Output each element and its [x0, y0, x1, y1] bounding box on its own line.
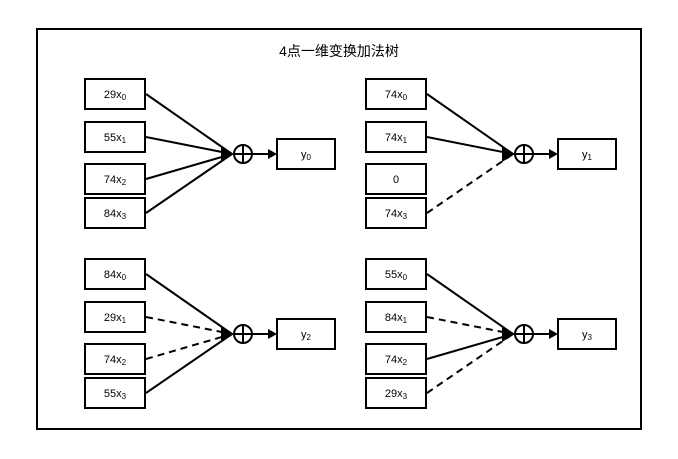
output-box-label: y1	[582, 149, 593, 162]
input-box-label: 74x0	[385, 89, 408, 102]
input-box[interactable]	[84, 258, 146, 290]
input-box[interactable]	[84, 343, 146, 375]
input-box[interactable]	[84, 78, 146, 110]
input-box[interactable]	[365, 163, 427, 195]
group-y0: 29x0 55x1 74x2 84x3 y0	[84, 78, 336, 229]
input-box[interactable]	[365, 121, 427, 153]
input-box-label: 0	[393, 174, 399, 186]
edge-group-y1-input-0	[426, 93, 514, 155]
input-box-label: 55x3	[104, 388, 127, 401]
output-arrowhead-icon	[549, 149, 558, 159]
edge-group-y3-input-1	[426, 316, 514, 335]
group-y2: 84x0 29x1 74x2 55x3 y2	[84, 258, 336, 409]
group-y1: 74x0 74x1 0 74x3 y1	[365, 78, 617, 229]
edge-group-y0-input-3	[145, 153, 233, 214]
output-box[interactable]	[557, 138, 617, 170]
input-box[interactable]	[365, 301, 427, 333]
output-box-label: y2	[301, 329, 312, 342]
input-box-label: 84x0	[104, 269, 127, 282]
output-arrowhead-icon	[268, 149, 277, 159]
input-box-label: 74x2	[104, 174, 127, 187]
input-box[interactable]	[365, 197, 427, 229]
input-box[interactable]	[365, 343, 427, 375]
groups-layer: 29x0 55x1 74x2 84x3 y0 74x0 74x1 0 74x3 y1 84x0 29x…	[84, 78, 617, 409]
edge-group-y1-input-3	[426, 153, 514, 214]
edge-arrowhead-group-y0	[221, 146, 234, 162]
edge-group-y2-input-0	[145, 273, 233, 335]
edge-arrowhead-group-y1	[502, 146, 515, 162]
edge-group-y2-input-1	[145, 316, 233, 335]
input-box-label: 74x3	[385, 208, 408, 221]
edge-group-y0-input-1	[145, 136, 233, 155]
input-box[interactable]	[365, 377, 427, 409]
edge-group-y2-input-2	[145, 333, 233, 360]
input-box[interactable]	[84, 301, 146, 333]
input-box-label: 55x0	[385, 269, 408, 282]
output-arrowhead-icon	[268, 329, 277, 339]
input-box[interactable]	[365, 78, 427, 110]
input-box-label: 29x3	[385, 388, 408, 401]
output-box[interactable]	[557, 318, 617, 350]
edge-group-y2-input-3	[145, 333, 233, 394]
edge-group-y3-input-0	[426, 273, 514, 335]
input-box-label: 74x2	[385, 354, 408, 367]
input-box-label: 55x1	[104, 132, 127, 145]
input-box-label: 74x1	[385, 132, 408, 145]
input-box-label: 84x1	[385, 312, 408, 325]
input-box[interactable]	[84, 377, 146, 409]
input-box[interactable]	[365, 258, 427, 290]
input-box-label: 29x0	[104, 89, 127, 102]
input-box[interactable]	[84, 121, 146, 153]
edge-arrowhead-group-y3	[502, 326, 515, 342]
output-box-label: y3	[582, 329, 593, 342]
edge-group-y0-input-2	[145, 153, 233, 180]
output-box[interactable]	[276, 318, 336, 350]
edge-group-y3-input-3	[426, 333, 514, 394]
output-box[interactable]	[276, 138, 336, 170]
input-box-label: 84x3	[104, 208, 127, 221]
diagram-title: 4点一维变换加法树	[279, 43, 399, 59]
edge-group-y3-input-2	[426, 333, 514, 360]
input-box-label: 29x1	[104, 312, 127, 325]
edge-arrowhead-group-y2	[221, 326, 234, 342]
output-arrowhead-icon	[549, 329, 558, 339]
input-box[interactable]	[84, 163, 146, 195]
group-y3: 55x0 84x1 74x2 29x3 y3	[365, 258, 617, 409]
edge-group-y0-input-0	[145, 93, 233, 155]
edge-group-y1-input-1	[426, 136, 514, 155]
output-box-label: y0	[301, 149, 312, 162]
input-box[interactable]	[84, 197, 146, 229]
input-box-label: 74x2	[104, 354, 127, 367]
